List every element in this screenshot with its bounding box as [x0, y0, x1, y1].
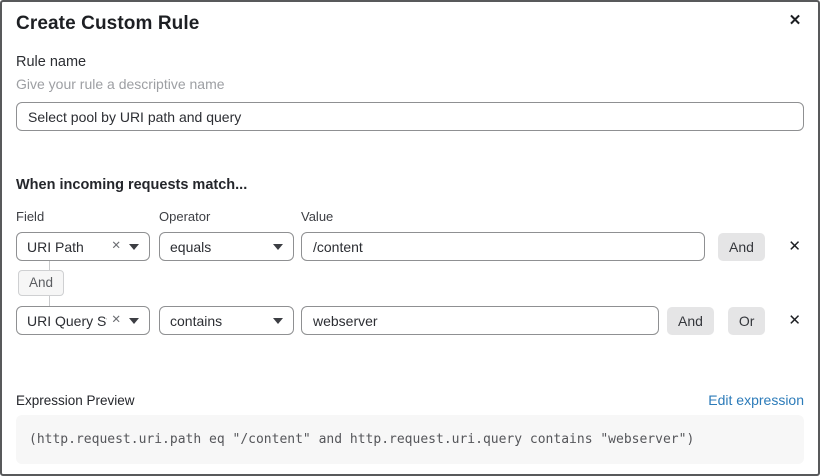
value-column-label: Value	[301, 209, 334, 224]
field-select-value: URI Path	[27, 238, 84, 255]
expression-preview-header: Expression Preview Edit expression	[16, 392, 804, 408]
close-icon[interactable]: ✕	[784, 9, 806, 31]
operator-column-label: Operator	[159, 209, 211, 224]
chevron-down-icon	[273, 317, 283, 324]
rule-name-label: Rule name	[16, 54, 87, 70]
condition-row: URI Query St... ✕ contains And Or ✕	[16, 306, 804, 335]
field-column-label: Field	[16, 209, 45, 224]
field-select-value: URI Query St...	[27, 312, 107, 329]
or-button[interactable]: Or	[727, 306, 766, 335]
operator-select[interactable]: contains	[159, 306, 294, 335]
clear-field-icon[interactable]: ✕	[111, 313, 121, 326]
rule-name-hint: Give your rule a descriptive name	[16, 76, 225, 92]
and-button[interactable]: And	[718, 232, 765, 261]
chevron-down-icon	[129, 243, 139, 250]
chevron-down-icon	[273, 243, 283, 250]
value-input[interactable]	[301, 232, 705, 261]
expression-preview-label: Expression Preview	[16, 393, 135, 408]
join-connector-chip: And	[18, 270, 65, 296]
operator-select[interactable]: equals	[159, 232, 294, 261]
chevron-down-icon	[129, 317, 139, 324]
condition-connector-zone: And	[16, 261, 804, 306]
clear-field-icon[interactable]: ✕	[111, 239, 121, 252]
remove-condition-icon[interactable]: ✕	[788, 238, 801, 255]
match-heading: When incoming requests match...	[16, 177, 248, 193]
remove-condition-icon[interactable]: ✕	[788, 312, 801, 329]
value-input[interactable]	[301, 306, 659, 335]
edit-expression-link[interactable]: Edit expression	[708, 392, 804, 408]
condition-row: URI Path ✕ equals And ✕	[16, 232, 804, 261]
rule-name-input[interactable]	[16, 102, 804, 131]
dialog-title: Create Custom Rule	[16, 13, 200, 34]
operator-select-value: contains	[170, 312, 223, 329]
and-button[interactable]: And	[667, 306, 714, 335]
operator-select-value: equals	[170, 238, 212, 255]
expression-code-block: (http.request.uri.path eq "/content" and…	[16, 415, 804, 464]
field-select[interactable]: URI Path ✕	[16, 232, 150, 261]
condition-column-labels: Field Operator Value	[16, 209, 804, 224]
field-select[interactable]: URI Query St... ✕	[16, 306, 150, 335]
